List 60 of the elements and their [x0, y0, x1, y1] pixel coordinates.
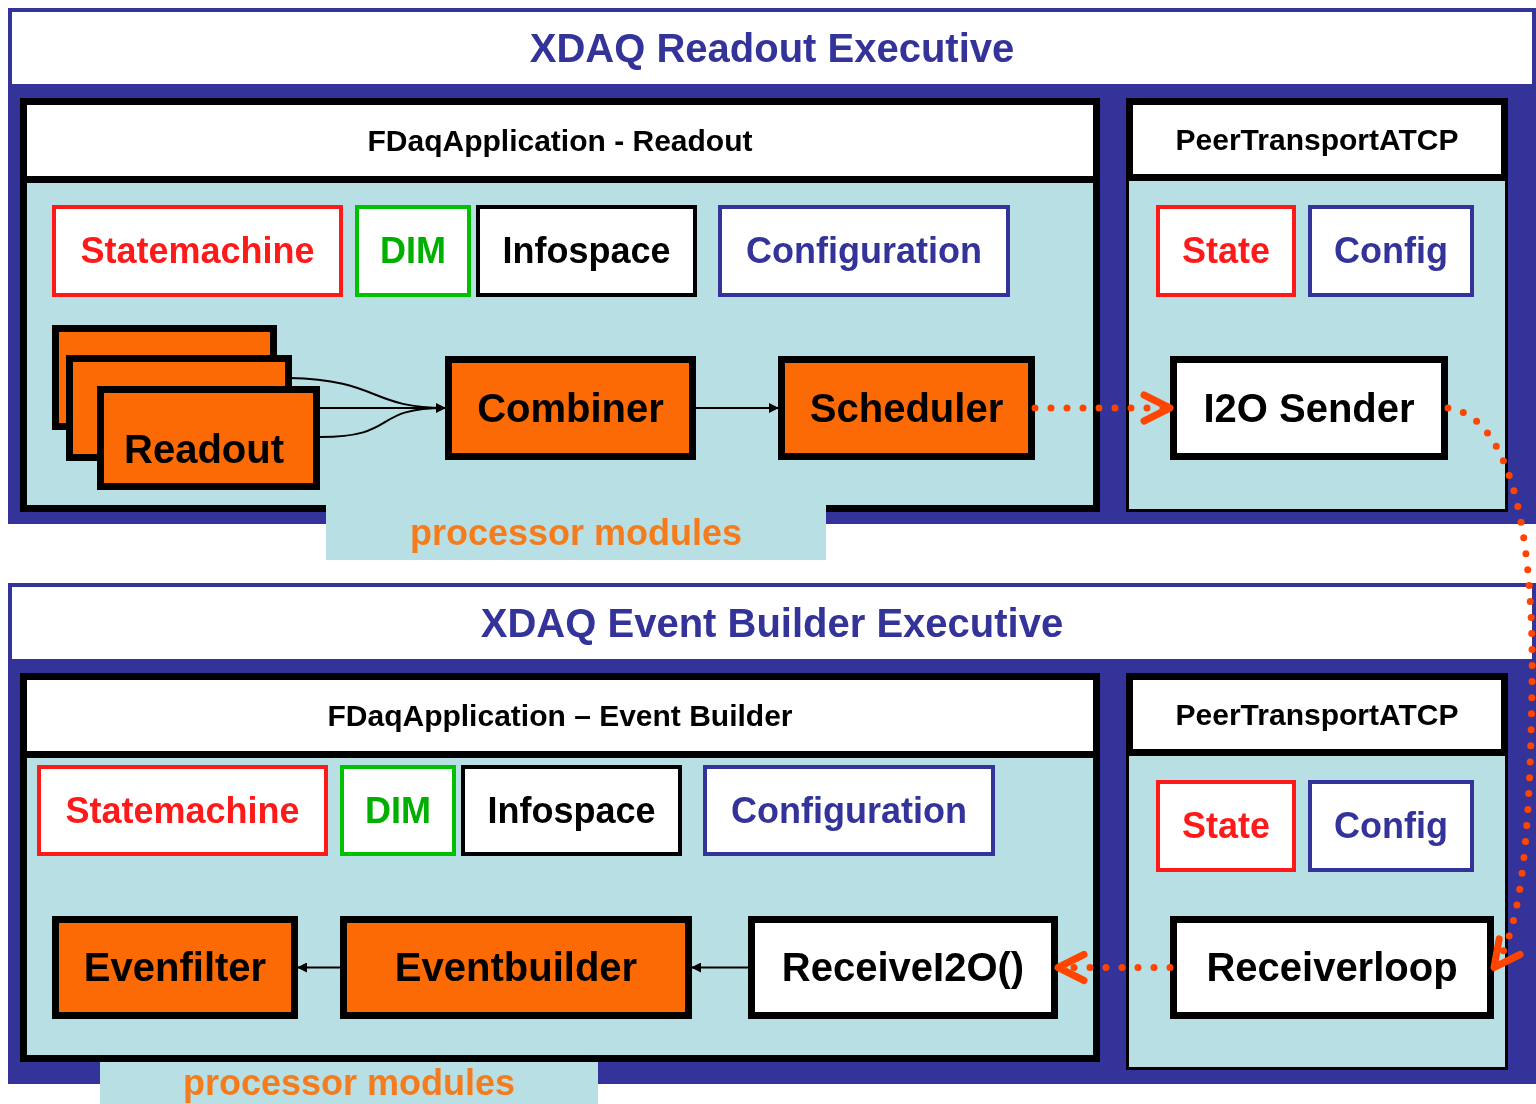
arrow	[695, 403, 779, 413]
module-box	[52, 916, 298, 1019]
module-label: processor modules	[182, 1063, 516, 1103]
module-label: Combiner	[477, 385, 664, 431]
module-label: processor modules	[409, 512, 743, 553]
module-label: Configuration	[746, 230, 982, 272]
component-box	[52, 205, 343, 297]
application-panel	[20, 673, 1100, 1062]
processor-modules-tab	[100, 1062, 598, 1104]
module-label: State	[1182, 230, 1270, 272]
module-label: Readout	[124, 427, 284, 472]
module-box	[1170, 916, 1494, 1019]
module-label: Scheduler	[809, 385, 1004, 431]
dotted-arrow	[1444, 404, 1536, 971]
component-box	[37, 765, 328, 856]
application-title: FDaqApplication – Event Builder	[327, 698, 793, 733]
module-label: DIM	[365, 789, 431, 832]
module-label: State	[1182, 805, 1270, 847]
application-panel	[20, 98, 1100, 512]
module-box	[340, 916, 692, 1019]
module-label: ReceiveI2O()	[781, 945, 1025, 990]
executive-title: XDAQ Event Builder Executive	[480, 600, 1064, 646]
module-label: I2O Sender	[1203, 385, 1415, 431]
component-box	[1308, 205, 1474, 297]
module-label: Statemachine	[80, 230, 315, 272]
module-box	[778, 356, 1035, 460]
module-label: Config	[1334, 230, 1448, 272]
dotted-arrow	[1031, 391, 1174, 425]
processor-modules-tab	[326, 505, 826, 560]
arrow	[297, 962, 341, 973]
transport-panel	[1126, 673, 1508, 1070]
module-label: Infospace	[487, 789, 656, 832]
component-box	[340, 765, 456, 856]
executive-title: XDAQ Readout Executive	[529, 25, 1015, 71]
module-box	[445, 356, 696, 460]
component-box	[461, 765, 682, 856]
transport-title: PeerTransportATCP	[1175, 122, 1459, 157]
application-title: FDaqApplication - Readout	[367, 123, 753, 158]
arrow	[691, 962, 749, 973]
module-stack	[52, 325, 320, 490]
module-label: Receiverloop	[1206, 945, 1458, 990]
module-box	[748, 916, 1058, 1019]
module-label: Config	[1334, 805, 1448, 847]
component-box	[703, 765, 995, 856]
component-box	[1156, 205, 1296, 297]
component-box	[1156, 780, 1296, 872]
module-label: Evenfilter	[83, 945, 267, 990]
dotted-arrow	[1054, 951, 1174, 984]
component-box	[718, 205, 1010, 297]
module-label: Statemachine	[65, 789, 300, 832]
module-label: Eventbuilder	[394, 945, 638, 990]
component-box	[1308, 780, 1474, 872]
component-box	[355, 205, 471, 297]
transport-panel	[1126, 98, 1508, 512]
component-box	[476, 205, 697, 297]
module-label: DIM	[380, 230, 446, 272]
transport-title: PeerTransportATCP	[1175, 697, 1459, 732]
module-box	[1170, 356, 1448, 460]
module-label: Configuration	[731, 789, 967, 832]
module-label: Infospace	[502, 230, 671, 272]
